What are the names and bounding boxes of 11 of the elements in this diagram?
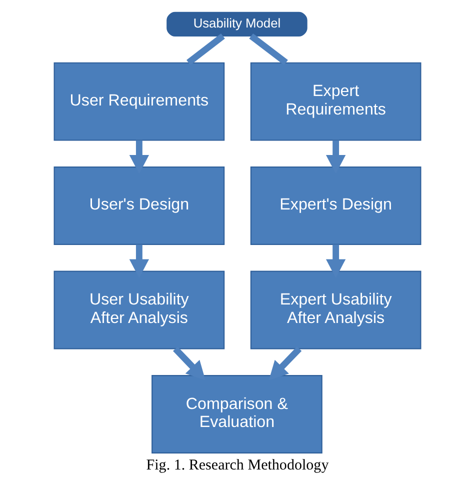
node-box: User Usability After Analysis	[53, 270, 224, 350]
node-box: User's Design	[53, 166, 224, 245]
node-box: Expert Usability After Analysis	[250, 270, 421, 350]
node-box: Expert Requirements	[250, 62, 421, 141]
connector	[186, 33, 224, 66]
caption: Fig. 1. Research Methodology	[146, 457, 328, 474]
node-box: Comparison & Evaluation	[151, 375, 322, 454]
node-box: User Requirements	[53, 62, 224, 141]
connector	[248, 33, 288, 66]
node-box: Usability Model	[166, 12, 307, 37]
node-box: Expert's Design	[250, 166, 421, 245]
